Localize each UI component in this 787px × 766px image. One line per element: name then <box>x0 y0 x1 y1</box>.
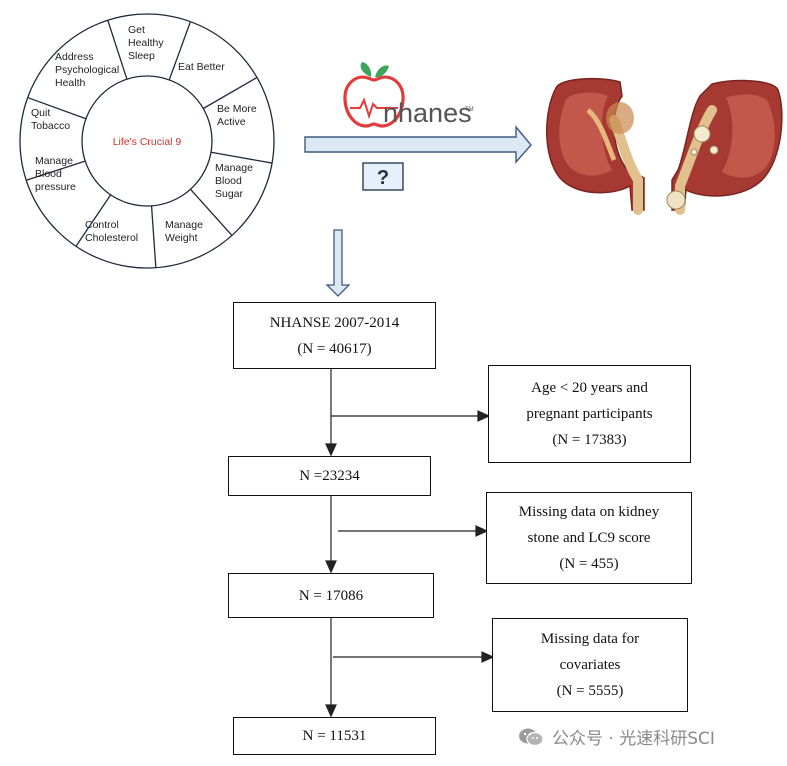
wheel-spoke <box>202 76 258 110</box>
question-mark-icon: ? <box>377 167 389 189</box>
question-box: ? <box>362 162 404 191</box>
wheel-inner-circle <box>81 75 213 207</box>
wheel-spoke <box>150 205 157 268</box>
exclusion-2-line-1: Missing data on kidney <box>518 504 660 520</box>
flow-box-n23234-text: N =23234 <box>299 468 360 484</box>
watermark: 公众号 · 光速科研SCI <box>518 724 715 749</box>
flow-box-final-text: N = 11531 <box>302 728 367 744</box>
flow-box-initial-line-2: (N = 40617) <box>297 340 372 357</box>
nhanes-logo-text: nhanes <box>383 98 472 128</box>
flow-connectors <box>325 369 495 718</box>
wheel-center-label: Life's Crucial 9 <box>113 136 182 148</box>
exclusion-box-missing-covariates: Missing data for covariates (N = 5555) <box>492 618 688 712</box>
exclusion-2-line-3: (N = 455) <box>559 556 619 572</box>
down-arrow <box>325 229 351 297</box>
wheel-spoke <box>168 21 192 81</box>
healthy-kidney-icon <box>546 77 645 215</box>
nhanes-logo-tm: TM <box>465 107 474 113</box>
wechat-icon <box>519 728 544 746</box>
flow-box-initial: NHANSE 2007-2014 (N = 40617) <box>233 302 436 369</box>
wheel-spoke <box>75 194 112 247</box>
wheel-spokes <box>26 20 273 268</box>
flow-box-initial-line-1: NHANSE 2007-2014 <box>269 314 400 331</box>
flow-box-n17086-text: N = 17086 <box>298 587 364 604</box>
exclusion-box-missing-kidney-lc9: Missing data on kidney stone and LC9 sco… <box>486 492 692 584</box>
exclusion-1-line-3: (N = 17383) <box>552 432 627 448</box>
flow-box-n17086: N = 17086 <box>228 573 434 618</box>
watermark-text: 公众号 · 光速科研SCI <box>552 729 715 749</box>
kidney-with-stones-icon <box>666 79 783 215</box>
wheel-spoke <box>107 20 128 80</box>
nhanes-logo: nhanes TM <box>343 62 474 128</box>
wheel-spoke <box>190 188 233 236</box>
exclusion-3-line-2: covariates <box>559 657 621 673</box>
exclusion-2-line-2: stone and LC9 score <box>527 530 651 546</box>
kidney-illustration <box>546 77 783 215</box>
exclusion-1-line-2: pregnant participants <box>526 406 653 422</box>
apple-icon <box>343 62 405 128</box>
wheel-spoke <box>26 160 86 181</box>
exclusion-3-line-3: (N = 5555) <box>556 683 624 699</box>
wheel-spoke <box>210 151 273 164</box>
association-arrow <box>304 125 532 164</box>
wheel-spoke <box>27 96 87 120</box>
exclusion-1-line-1: Age < 20 years and <box>531 380 648 396</box>
exclusion-3-line-1: Missing data for <box>540 631 640 647</box>
flow-box-n23234: N =23234 <box>228 456 431 496</box>
wheel-segment-eat: Eat Better <box>178 61 225 73</box>
exclusion-box-age-pregnant: Age < 20 years and pregnant participants… <box>488 365 691 463</box>
flow-box-final: N = 11531 <box>233 717 436 755</box>
